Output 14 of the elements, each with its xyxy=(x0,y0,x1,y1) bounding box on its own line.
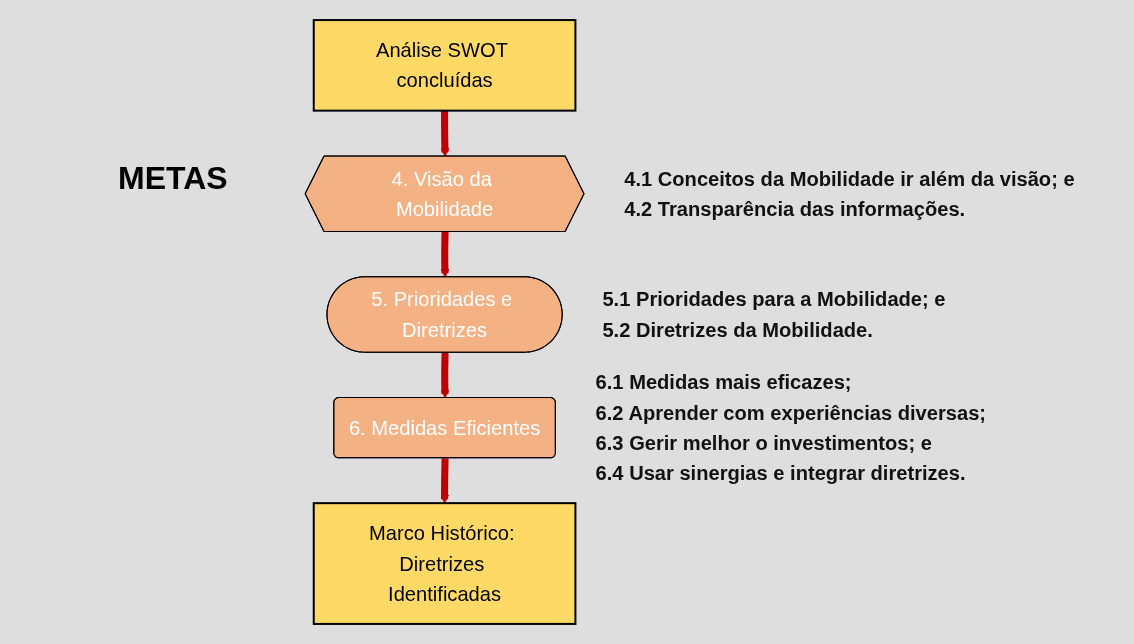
title: METAS xyxy=(118,160,228,197)
note-text: 6.4 Usar sinergias e integrar diretrizes. xyxy=(595,462,966,484)
process-node: 4. Visão da Mobilidade xyxy=(304,155,585,232)
process-node: 5. Prioridades e Diretrizes xyxy=(326,276,563,353)
note-text: 6.3 Gerir melhor o investimentos; e xyxy=(595,431,932,454)
process-node: 6. Medidas Eficientes xyxy=(333,396,556,459)
note-text: 4.1 Conceitos da Mobilidade ir além da visão; e xyxy=(624,167,1075,190)
note-text: 4.2 Transparência das informações. xyxy=(624,197,966,220)
process-node: Marco Histórico: Diretrizes Identificadas xyxy=(312,502,577,625)
process-node: Análise SWOT concluídas xyxy=(312,19,577,112)
note-text: 5.1 Prioridades para a Mobilidade; e xyxy=(602,288,946,311)
note-text: 6.1 Medidas mais eficazes; xyxy=(595,371,852,394)
note-text: 5.2 Diretrizes da Mobilidade. xyxy=(602,318,873,341)
note-text: 6.2 Aprender com experiências diversas; xyxy=(595,401,987,424)
